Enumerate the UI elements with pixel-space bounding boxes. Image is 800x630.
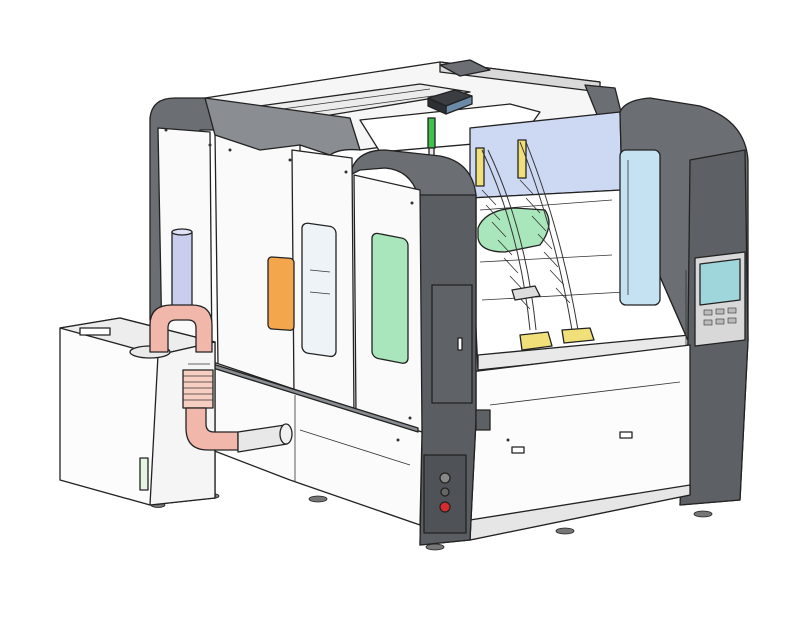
orange-view-window xyxy=(267,256,295,331)
machine-base xyxy=(469,344,691,541)
dust-collector xyxy=(59,317,216,506)
front-corner-pillar xyxy=(349,149,491,546)
workpiece-clamps xyxy=(511,285,595,351)
laser-head xyxy=(427,89,473,115)
duct-pipe xyxy=(149,228,293,453)
cable-chains xyxy=(481,141,579,331)
middle-door-window xyxy=(301,222,337,358)
emergency-stop-icon xyxy=(439,501,451,513)
panel-fasteners xyxy=(164,128,510,442)
right-frame-column xyxy=(619,97,749,506)
green-door-window xyxy=(371,232,409,364)
